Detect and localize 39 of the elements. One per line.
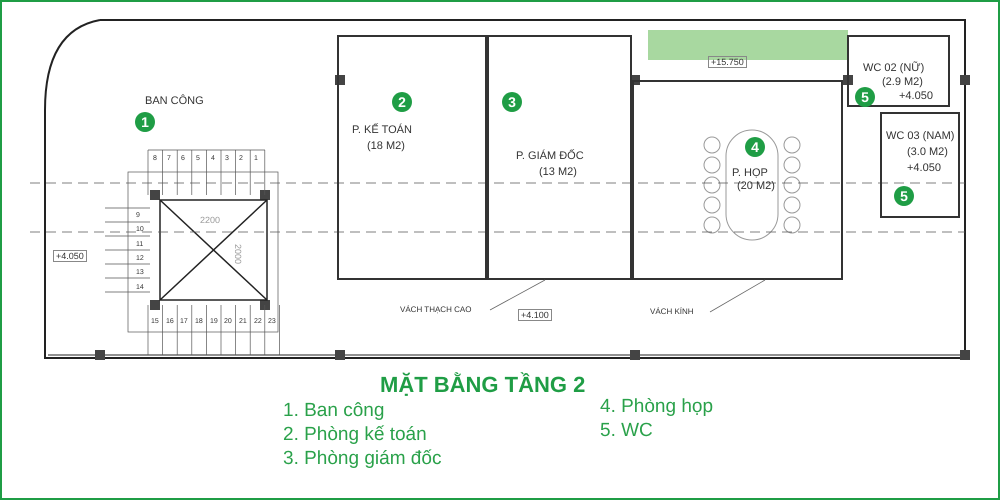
room-label: P. HỌP — [732, 167, 768, 180]
room-number-badge: 3 — [502, 92, 522, 112]
room-number-badge: 1 — [135, 112, 155, 132]
elevation-mark: +15.750 — [708, 56, 747, 68]
room-label: +4.050 — [907, 162, 941, 175]
room-label: (18 M2) — [367, 140, 405, 153]
key-item: 4. Phòng họp — [600, 396, 714, 418]
dimension-text: 2000 — [234, 244, 242, 264]
room-number-badge: 5 — [855, 87, 875, 107]
title: MẶT BẰNG TẦNG 2 — [380, 372, 586, 398]
room-label: (13 M2) — [539, 166, 577, 179]
room-outline — [847, 35, 950, 107]
key-item: 2. Phòng kế toán — [283, 424, 427, 446]
room-label: WC 03 (NAM) — [886, 130, 954, 143]
key-item: 5. WC — [600, 420, 653, 442]
room-label: (20 M2) — [737, 180, 775, 193]
room-number-badge: 2 — [392, 92, 412, 112]
note-text: VÁCH THẠCH CAO — [400, 304, 472, 316]
dimension-text: 2200 — [200, 216, 220, 224]
room-outline — [487, 35, 632, 280]
elevation-mark: +4.100 — [518, 309, 552, 321]
leader-line — [490, 280, 546, 310]
room-label: (2.9 M2) — [882, 76, 923, 89]
room-outline — [880, 112, 960, 218]
room-label: P. GIÁM ĐỐC — [516, 150, 584, 163]
room-label: P. KẾ TOÁN — [352, 124, 412, 137]
leader-line — [710, 280, 766, 312]
note-text: VÁCH KÍNH — [650, 306, 694, 318]
room-label: BAN CÔNG — [145, 95, 204, 108]
room-number-badge: 5 — [894, 186, 914, 206]
room-number-badge: 4 — [745, 137, 765, 157]
key-item: 3. Phòng giám đốc — [283, 448, 442, 470]
room-label: (3.0 M2) — [907, 146, 948, 159]
room-label: WC 02 (NỮ) — [863, 62, 924, 75]
elevation-mark: +4.050 — [53, 250, 87, 262]
key-item: 1. Ban công — [283, 400, 384, 422]
room-outline — [337, 35, 487, 280]
room-label: +4.050 — [899, 90, 933, 103]
room-outline — [632, 80, 843, 280]
